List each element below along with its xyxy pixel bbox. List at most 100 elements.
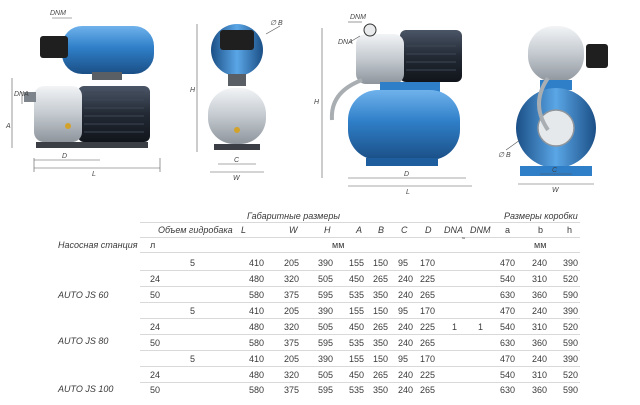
header-unit-mm-box: мм [534,240,547,250]
row-2-volume: 24 [150,274,161,284]
dna-value: 1 [452,322,458,332]
row-8-box-a: 540 [500,370,516,380]
row-2-w: 320 [284,274,300,284]
row-4-h: 390 [318,306,334,316]
row-6-a: 535 [349,338,365,348]
header-tank-volume: Объем гидробака [158,225,233,235]
tank-bracket-right [540,80,572,90]
header-rule-2 [140,237,580,238]
row-5-b: 265 [373,322,389,332]
row-1-d: 170 [420,258,436,268]
row-rule [140,382,580,383]
row-6-l: 580 [249,338,265,348]
row-1-l: 410 [249,258,265,268]
row-4-a: 155 [349,306,365,316]
tank-bracket-top [380,82,440,92]
row-2-c: 240 [398,274,414,284]
pressure-switch-front [220,30,254,50]
row-5-l: 480 [249,322,265,332]
col-header-box-h: h [567,225,573,235]
label-d-3: D [404,171,409,178]
row-3-w: 375 [284,290,300,300]
pump-housing [34,86,82,142]
manometer [363,23,377,37]
header-tick: ˜ [462,236,465,246]
row-8-box-b: 310 [532,370,548,380]
row-5-volume: 24 [150,322,161,332]
row-5-box-a: 540 [500,322,516,332]
label-a-1: A [5,123,11,130]
row-1-w: 205 [284,258,300,268]
label-c-4: C [552,167,558,174]
row-2-b: 265 [373,274,389,284]
row-6-h: 595 [318,338,334,348]
drain-plug-front [234,127,240,133]
pump-housing-top [356,34,404,84]
col-header-h: H [324,225,331,235]
row-7-w: 205 [284,354,300,364]
col-header-box-a: a [505,225,511,235]
row-6-volume: 50 [150,338,161,348]
row-5-box-h: 520 [563,322,579,332]
header-rule-3 [140,252,580,253]
label-h-2: H [190,87,196,94]
tank-end-cap [537,109,575,147]
row-8-w: 320 [284,370,300,380]
row-7-b: 150 [373,354,389,364]
row-3-box-b: 360 [532,290,548,300]
row-2-box-h: 520 [563,274,579,284]
col-header-dnm: DNM [470,225,491,235]
row-8-volume: 24 [150,370,161,380]
row-4-d: 170 [420,306,436,316]
model-auto-js-100: AUTO JS 100 [58,384,114,394]
tank-body [62,26,154,74]
row-1-a: 155 [349,258,365,268]
row-2-box-b: 310 [532,274,548,284]
col-header-d: D [425,225,432,235]
row-7-a: 155 [349,354,365,364]
tank-bracket [92,72,122,80]
label-c-2: C [234,157,240,164]
header-rule [140,222,580,223]
row-6-box-b: 360 [532,338,548,348]
label-l-1: L [92,171,96,178]
flex-hose [329,78,363,121]
row-9-volume: 50 [150,385,161,395]
col-header-dna: DNA [444,225,464,235]
row-rule [140,334,580,335]
row-8-h: 505 [318,370,334,380]
row-1-c: 95 [398,258,409,268]
label-b-diam-2: ∅ B [270,20,283,27]
row-3-a: 535 [349,290,365,300]
header-group-box: Размеры коробки [504,211,578,221]
row-6-w: 375 [284,338,300,348]
label-d-1: D [62,153,67,160]
row-3-l: 580 [249,290,265,300]
col-header-l: L [241,225,247,235]
side-view-horizontal-tank: DNM DNA H D L [314,14,472,196]
label-w-2: W [233,175,241,182]
label-b-diam-4: ∅ B [498,152,511,159]
tank-feet [366,158,438,166]
label-h-3: H [314,99,320,106]
row-7-box-b: 240 [532,354,548,364]
row-5-h: 505 [318,322,334,332]
row-5-a: 450 [349,322,365,332]
row-9-l: 580 [249,385,265,395]
row-1-b: 150 [373,258,389,268]
hose-front [537,76,550,132]
row-6-d: 265 [420,338,436,348]
motor-body [78,86,150,142]
header-group-dims: Габаритные размеры [247,211,340,221]
row-7-l: 410 [249,354,265,364]
row-1-volume: 5 [190,258,196,268]
header-unit-l: л [150,240,156,250]
pump-front-top [528,26,584,82]
row-1-h: 390 [318,258,334,268]
row-3-h: 595 [318,290,334,300]
drain-plug [65,123,71,129]
row-5-box-b: 310 [532,322,548,332]
col-header-c: C [401,225,408,235]
row-3-c: 240 [398,290,414,300]
col-header-box-b: b [538,225,544,235]
